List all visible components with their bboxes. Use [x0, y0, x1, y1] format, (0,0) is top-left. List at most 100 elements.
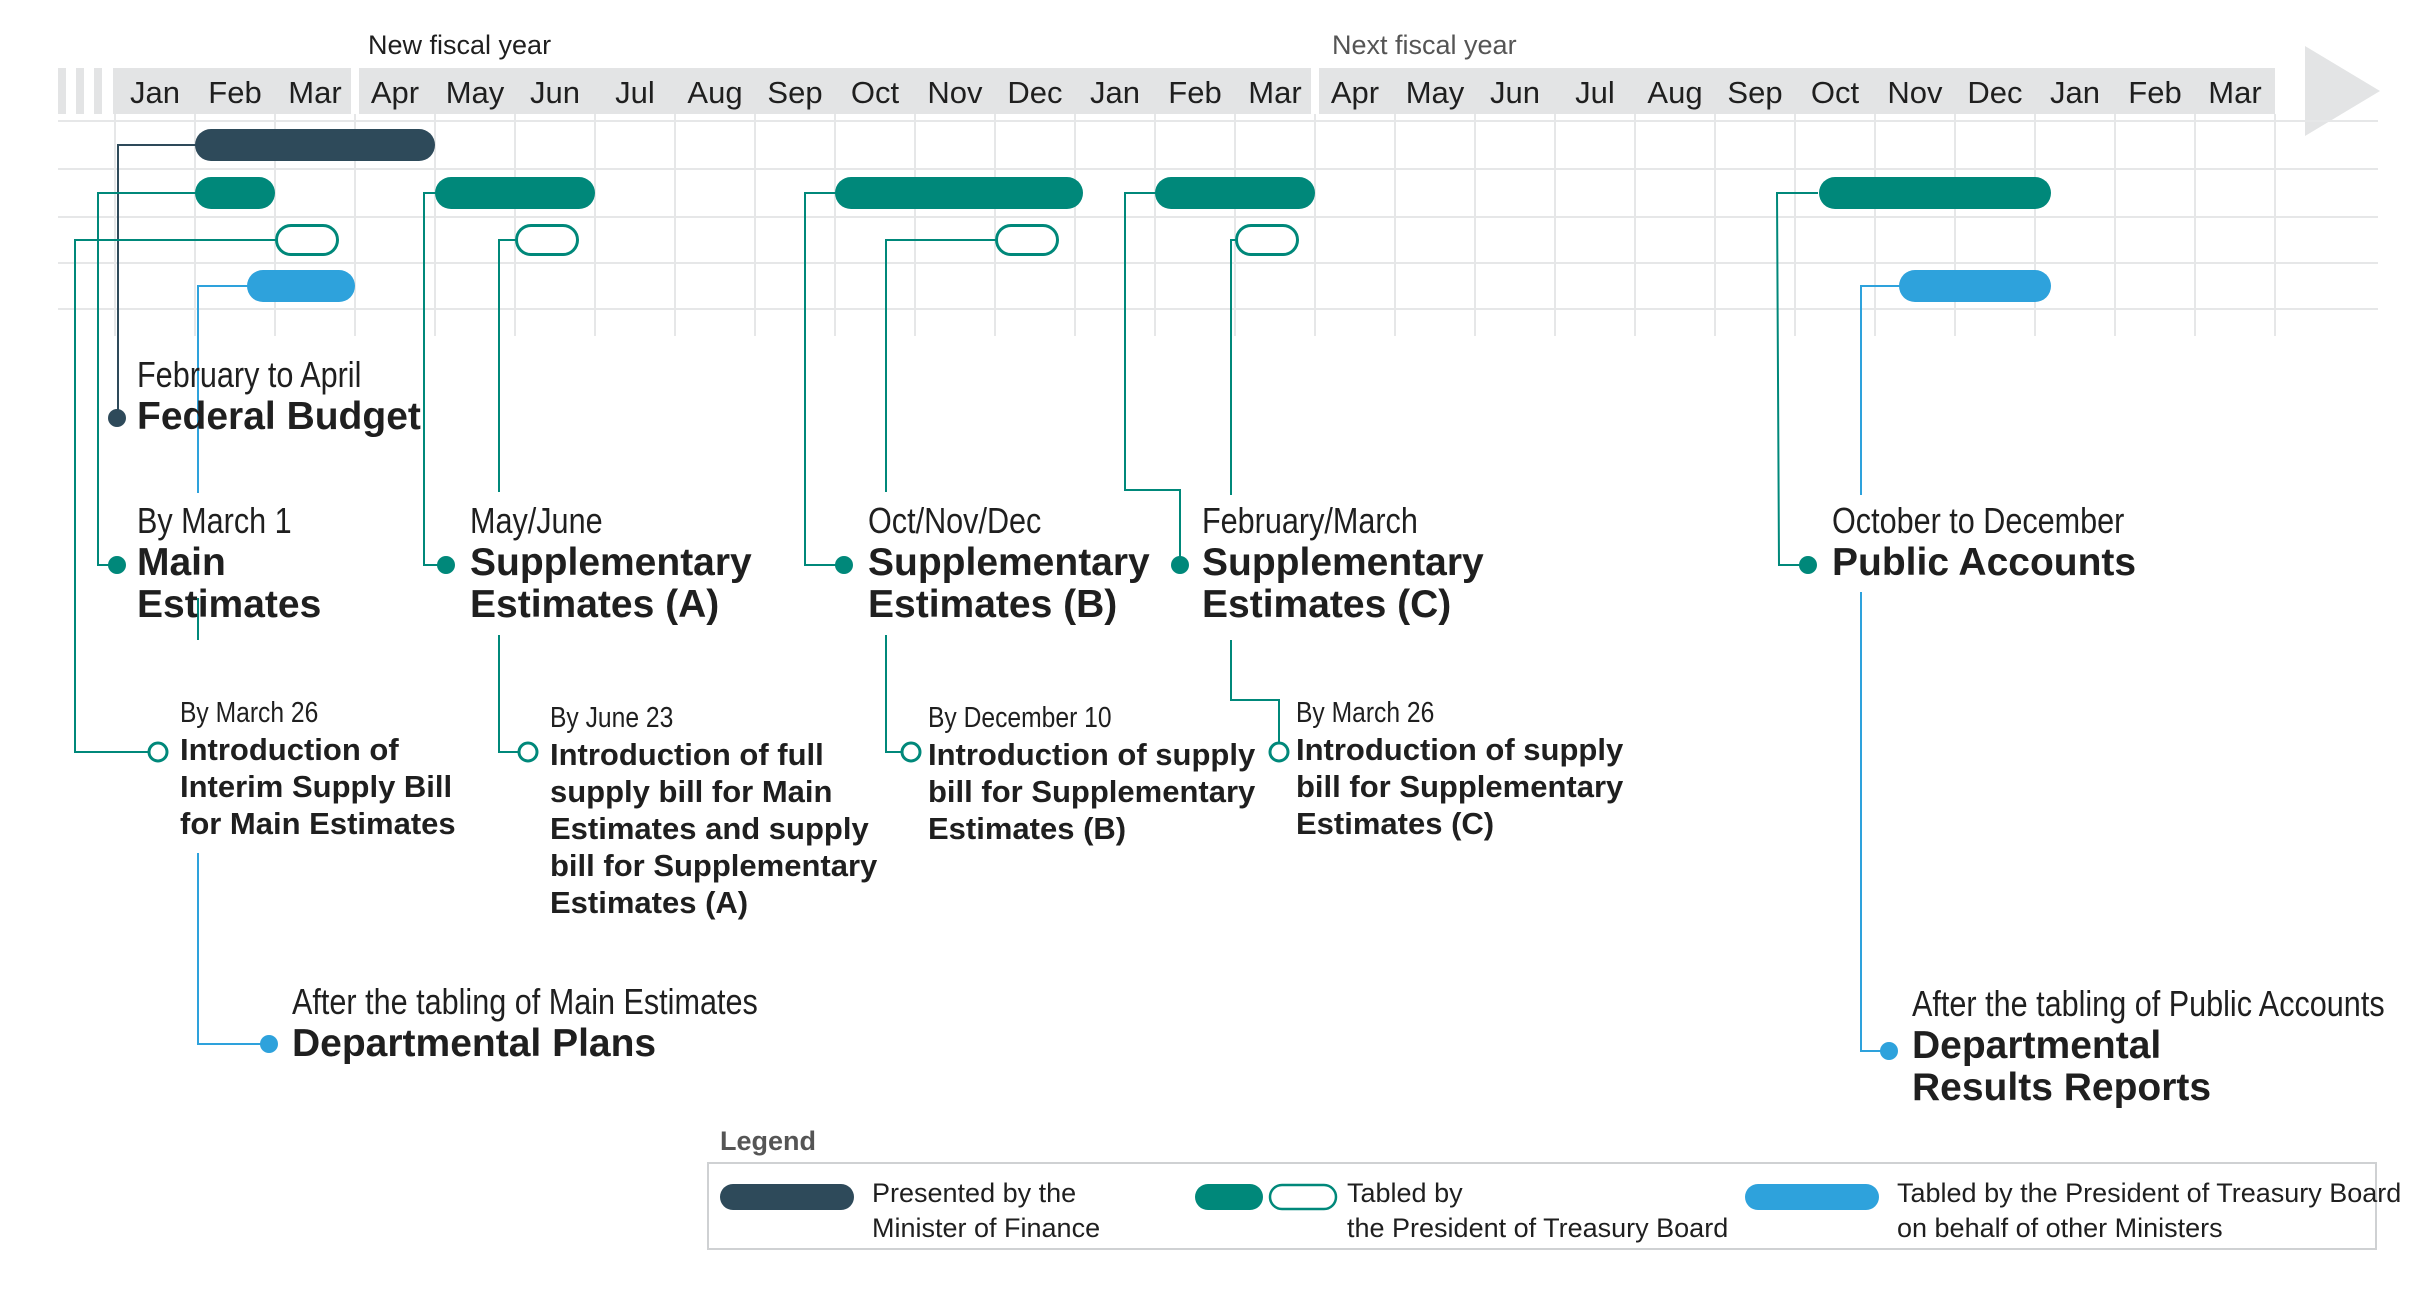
connector-line — [804, 192, 858, 566]
event-title-supply-b: Estimates (B) — [928, 811, 1126, 846]
event-dot-departmental-plans — [260, 1035, 278, 1053]
event-date-drr: After the tabling of Public Accounts — [1912, 985, 2385, 1025]
bar-public-accounts — [1819, 177, 2051, 209]
month-label: Sep — [1727, 75, 1782, 110]
band-stripe — [58, 68, 66, 114]
month-label: Mar — [288, 75, 341, 110]
event-dot-interim-supply — [147, 741, 169, 763]
connector-line — [885, 635, 911, 753]
bar-supply-a — [515, 224, 579, 256]
event-title-supp-b: Supplementary — [868, 541, 1150, 584]
event-dot-supp-c — [1171, 556, 1189, 574]
month-label: Oct — [851, 75, 900, 110]
next-fiscal-year-label: Next fiscal year — [1332, 30, 1517, 60]
month-label: Feb — [208, 75, 261, 110]
event-title-interim-supply: Introduction of — [180, 732, 399, 767]
legend-title: Legend — [720, 1126, 816, 1156]
month-label: Jul — [1575, 75, 1615, 110]
connector-line — [423, 192, 458, 566]
month-label: Jan — [1090, 75, 1140, 110]
event-date-supp-a: May/June — [470, 502, 603, 542]
connector-line — [74, 239, 278, 753]
connector-line — [1124, 192, 1181, 565]
month-band — [113, 68, 2275, 114]
legend-swatch-blue — [1745, 1184, 1879, 1210]
month-label: Dec — [1967, 75, 2022, 110]
event-title-drr: Results Reports — [1912, 1066, 2211, 1109]
connector-line — [97, 192, 198, 566]
month-label: Nov — [927, 75, 983, 110]
connector-line — [498, 635, 528, 753]
event-dot-drr — [1880, 1042, 1898, 1060]
event-title-supply-b: bill for Supplementary — [928, 774, 1256, 809]
event-date-federal-budget: February to April — [137, 356, 361, 396]
event-date-main-estimates: By March 1 — [137, 502, 292, 542]
event-title-supply-a: Introduction of full — [550, 737, 824, 772]
month-label: Mar — [1248, 75, 1301, 110]
event-date-supply-b: By December 10 — [928, 701, 1112, 733]
month-label: Aug — [1647, 75, 1702, 110]
event-dot-public-accounts — [1799, 556, 1817, 574]
event-date-interim-supply: By March 26 — [180, 696, 318, 728]
band-stripe — [94, 68, 102, 114]
month-label: Mar — [2208, 75, 2261, 110]
event-title-supply-b: Introduction of supply — [928, 737, 1256, 772]
event-title-supply-a: Estimates (A) — [550, 885, 748, 920]
legend-box — [707, 1162, 2377, 1250]
connector-line — [1230, 640, 1280, 752]
event-title-supp-b: Estimates (B) — [868, 583, 1117, 626]
bar-main-estimates — [195, 177, 275, 209]
event-date-public-accounts: October to December — [1832, 502, 2124, 542]
legend-text: on behalf of other Ministers — [1897, 1213, 2223, 1243]
new-fiscal-year-label: New fiscal year — [368, 30, 551, 60]
event-title-supply-c: bill for Supplementary — [1296, 769, 1624, 804]
connector-line — [885, 239, 1006, 492]
bar-supp-a — [435, 177, 595, 209]
connector-line — [197, 285, 250, 443]
legend-text: Presented by the — [872, 1178, 1076, 1208]
month-label: Oct — [1811, 75, 1860, 110]
connector-line — [1860, 592, 1889, 1052]
event-title-main-estimates: Main — [137, 541, 226, 584]
event-dot-supp-b — [835, 556, 853, 574]
legend-text: Minister of Finance — [872, 1213, 1100, 1243]
gantt-bars — [195, 129, 2051, 302]
event-title-main-estimates: Estimates — [137, 583, 321, 626]
event-dot-supply-b — [900, 741, 922, 763]
bar-interim-supply — [275, 224, 339, 256]
grid-lines — [58, 114, 2378, 336]
month-label: May — [1406, 75, 1465, 110]
month-label: Sep — [767, 75, 822, 110]
event-title-interim-supply: for Main Estimates — [180, 806, 456, 841]
event-dot-supply-c — [1268, 741, 1290, 763]
event-date-supp-c: February/March — [1202, 502, 1418, 542]
month-label: Apr — [1331, 75, 1379, 110]
connector-line — [197, 853, 269, 1045]
event-title-supply-a: supply bill for Main — [550, 774, 832, 809]
band-stripe — [76, 68, 84, 114]
legend-swatch-outline — [1268, 1183, 1338, 1211]
month-label: Jun — [530, 75, 580, 110]
event-date-supply-c: By March 26 — [1296, 696, 1434, 728]
event-dot-federal-budget — [108, 409, 126, 427]
month-label: Jan — [130, 75, 180, 110]
month-label: Dec — [1007, 75, 1062, 110]
timeline-arrow — [2305, 46, 2380, 136]
legend-swatch-navy — [720, 1184, 854, 1210]
event-title-drr: Departmental — [1912, 1024, 2161, 1067]
bar-supply-b — [995, 224, 1059, 256]
month-label: Nov — [1887, 75, 1943, 110]
bar-supp-b — [835, 177, 1083, 209]
connector-line — [1860, 285, 1900, 495]
connector-line — [117, 144, 198, 418]
bar-departmental-plans — [247, 270, 355, 302]
month-label: Jun — [1490, 75, 1540, 110]
month-label: Jul — [615, 75, 655, 110]
event-dot-supply-a — [517, 741, 539, 763]
month-label: Apr — [371, 75, 419, 110]
legend-text: Tabled by — [1347, 1178, 1463, 1208]
legend-swatch-teal — [1195, 1184, 1263, 1210]
month-label: Jan — [2050, 75, 2100, 110]
